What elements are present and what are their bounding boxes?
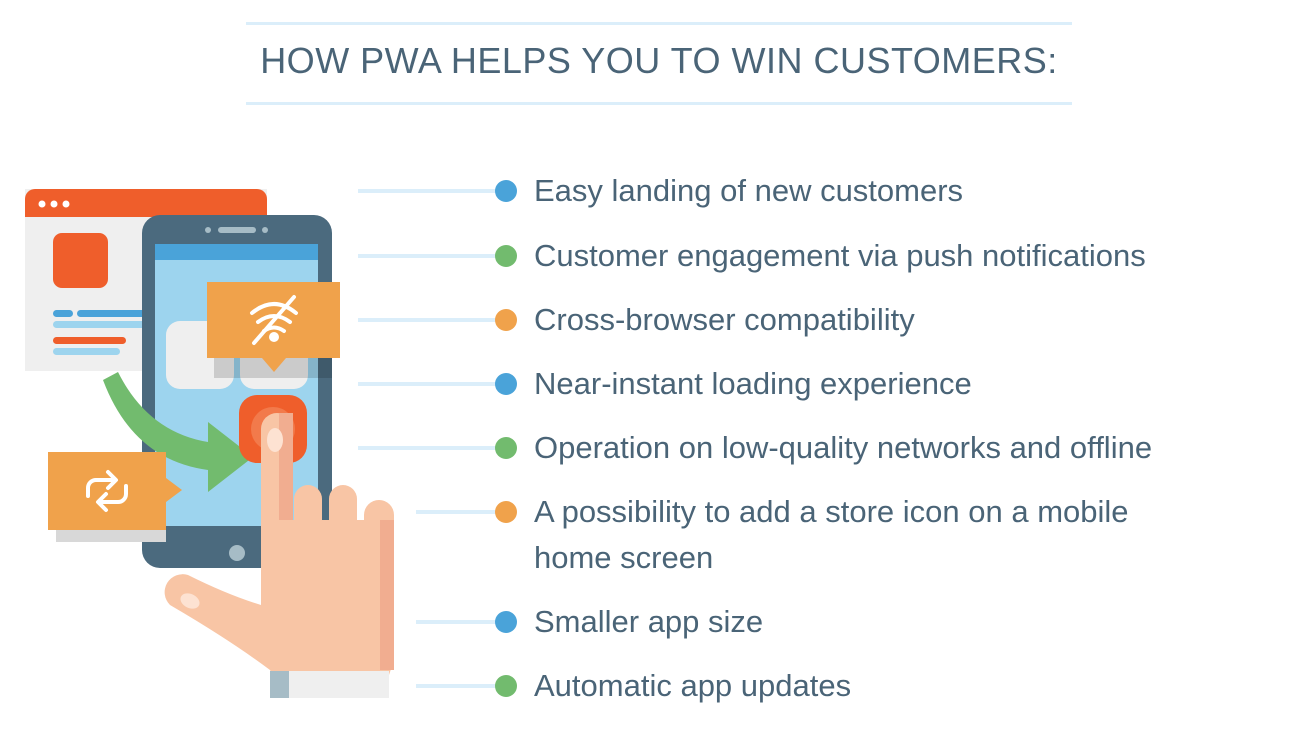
benefit-item: Cross-browser compatibility	[534, 302, 915, 337]
page-title: HOW PWA HELPS YOU TO WIN CUSTOMERS:	[260, 40, 1058, 81]
pwa-illustration	[25, 189, 394, 698]
bullet-dot-green	[495, 245, 517, 267]
no-wifi-icon	[207, 282, 340, 372]
connector-line	[358, 446, 498, 450]
bullet-dot-green	[495, 437, 517, 459]
bullet-dot-orange	[495, 309, 517, 331]
top-rule	[246, 22, 1072, 25]
connector-line	[416, 510, 498, 514]
bullet-dot-orange	[495, 501, 517, 523]
connector-line	[416, 684, 498, 688]
benefit-item: Easy landing of new customers	[534, 173, 964, 208]
benefit-item: A possibility to add a store icon on a m…	[534, 494, 1129, 529]
green-arrow-icon	[103, 372, 253, 492]
benefit-item: Smaller app size	[534, 604, 764, 639]
connector-line	[358, 189, 498, 193]
benefit-item: Near-instant loading experience	[534, 366, 972, 401]
bullet-dot-blue	[495, 373, 517, 395]
sync-icon	[48, 452, 182, 542]
bullet-dot-blue	[495, 611, 517, 633]
connector-line	[358, 254, 498, 258]
pointing-hand-icon	[164, 413, 394, 698]
benefit-item: Automatic app updates	[534, 668, 852, 703]
bottom-rule	[246, 102, 1072, 105]
benefit-item: Customer engagement via push notificatio…	[534, 238, 1146, 273]
connector-line	[416, 620, 498, 624]
benefit-item-continued: home screen	[534, 540, 714, 575]
bullet-dot-green	[495, 675, 517, 697]
bullet-dot-blue	[495, 180, 517, 202]
connector-line	[358, 318, 498, 322]
connector-line	[358, 382, 498, 386]
benefit-item: Operation on low-quality networks and of…	[534, 430, 1153, 465]
